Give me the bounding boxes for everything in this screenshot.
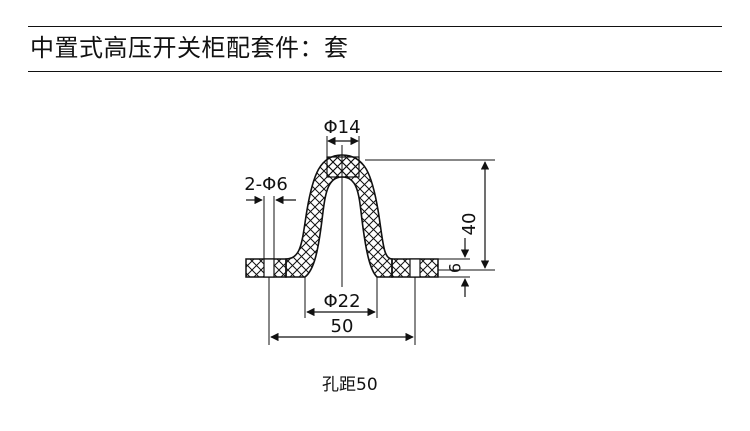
top-cap: [326, 156, 360, 178]
right-hole: [409, 258, 421, 278]
dim-hole-diameter: 2-Φ6: [244, 174, 296, 259]
sleeve-section: [245, 145, 439, 287]
dim-bottom-diameter: Φ22: [304, 277, 378, 318]
flange-thickness-label: 6: [446, 263, 465, 273]
dome-wall: [285, 154, 393, 278]
dim-top-diameter: Φ14: [323, 117, 361, 158]
dim-hole-span: 50: [268, 277, 416, 345]
top-diameter-label: Φ14: [323, 117, 360, 138]
page-title: 中置式高压开关柜配套件：套: [30, 34, 349, 62]
hole-span-label: 50: [331, 316, 354, 337]
dim-height: 40: [365, 159, 495, 271]
height-label: 40: [459, 213, 480, 236]
bottom-diameter-label: Φ22: [323, 291, 360, 312]
header-top-rule: [28, 26, 722, 27]
dim-flange-thickness: 6: [438, 238, 470, 297]
hole-spacing-caption: 孔距50: [322, 375, 378, 395]
header-bottom-rule: [28, 71, 722, 72]
left-hole: [263, 258, 275, 278]
hole-diameter-label: 2-Φ6: [244, 174, 288, 195]
